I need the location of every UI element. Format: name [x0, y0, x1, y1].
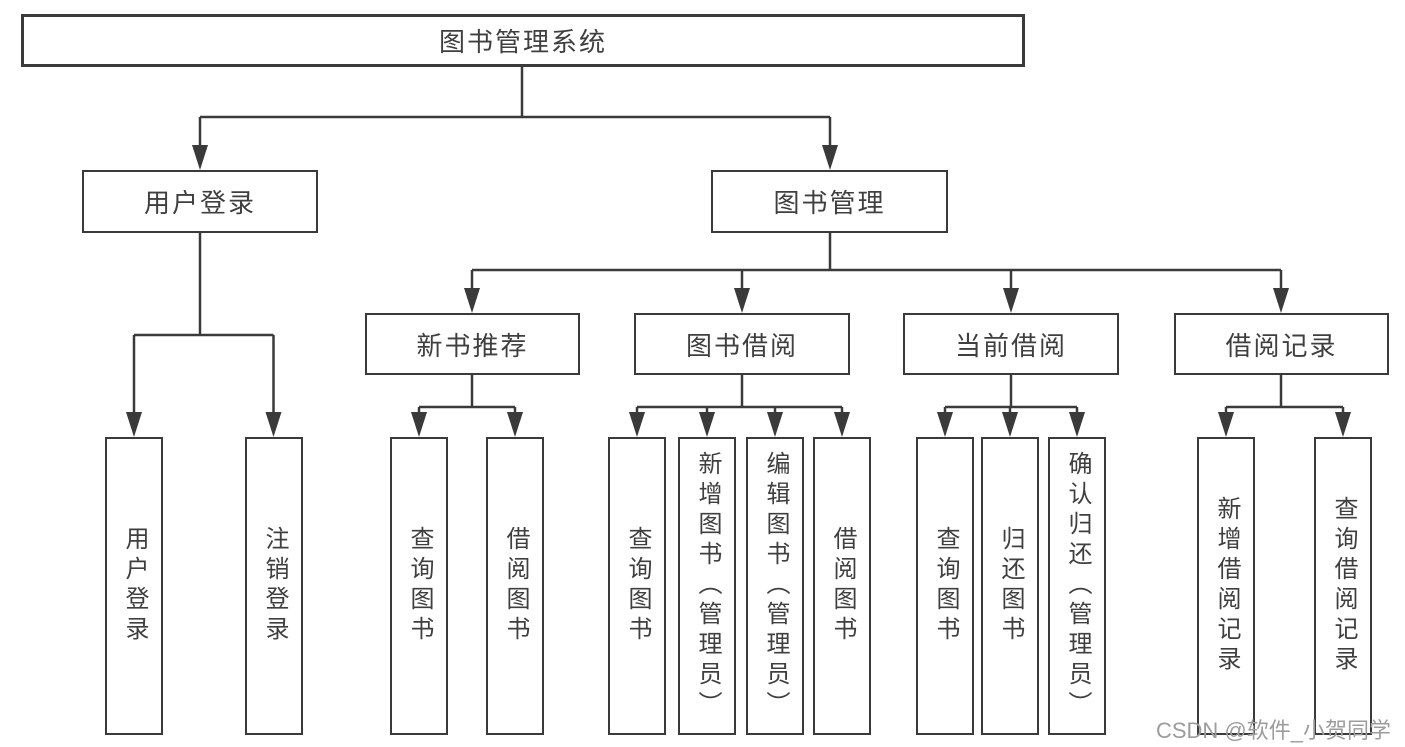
leaf-label: 确认归还（管理员）: [1064, 451, 1091, 721]
leaf-label: 新增借阅记录: [1213, 496, 1240, 676]
leaf-label: 查询图书: [406, 526, 433, 646]
node-book-borrow: 图书借阅: [634, 313, 850, 375]
node-label: 图书管理系统: [438, 27, 607, 57]
leaf-add-borrow-record: 新增借阅记录: [1197, 437, 1255, 735]
leaf-return-books: 归还图书: [981, 437, 1039, 735]
leaf-logout: 注销登录: [245, 437, 303, 735]
leaf-label: 查询借阅记录: [1330, 496, 1357, 676]
node-user-login: 用户登录: [82, 170, 318, 233]
leaf-query-borrow-record: 查询借阅记录: [1314, 437, 1372, 735]
leaf-label: 归还图书: [997, 526, 1024, 646]
node-current-borrow: 当前借阅: [903, 313, 1119, 375]
node-label: 新书推荐: [416, 330, 529, 361]
node-label: 当前借阅: [954, 330, 1067, 361]
leaf-edit-books-admin: 编辑图书（管理员）: [746, 437, 804, 735]
leaf-label: 查询图书: [932, 526, 959, 646]
leaf-confirm-return-admin: 确认归还（管理员）: [1048, 437, 1106, 735]
arrowheads: [126, 145, 1351, 437]
leaf-query-books: 查询图书: [608, 437, 666, 735]
leaf-label: 用户登录: [121, 526, 148, 646]
node-book-management: 图书管理: [711, 170, 948, 233]
node-new-book-recommend: 新书推荐: [365, 313, 580, 375]
leaf-query-books: 查询图书: [390, 437, 448, 735]
node-label: 图书管理: [773, 188, 886, 218]
leaf-add-books-admin: 新增图书（管理员）: [678, 437, 736, 735]
leaf-label: 注销登录: [261, 526, 288, 646]
leaf-label: 编辑图书（管理员）: [762, 451, 789, 721]
leaf-query-books: 查询图书: [916, 437, 974, 735]
leaf-borrow-books: 借阅图书: [486, 437, 544, 735]
node-library-management-system: 图书管理系统: [21, 14, 1025, 67]
node-borrow-record: 借阅记录: [1174, 313, 1389, 375]
leaf-label: 借阅图书: [502, 526, 529, 646]
node-label: 用户登录: [143, 188, 256, 218]
leaf-borrow-books: 借阅图书: [813, 437, 871, 735]
node-label: 图书借阅: [685, 330, 798, 361]
csdn-watermark: CSDN @软件_小贺同学: [1155, 718, 1391, 743]
leaf-label: 新增图书（管理员）: [694, 451, 721, 721]
leaf-label: 查询图书: [624, 526, 651, 646]
leaf-user-login: 用户登录: [105, 437, 163, 735]
node-label: 借阅记录: [1225, 330, 1338, 361]
leaf-label: 借阅图书: [829, 526, 856, 646]
